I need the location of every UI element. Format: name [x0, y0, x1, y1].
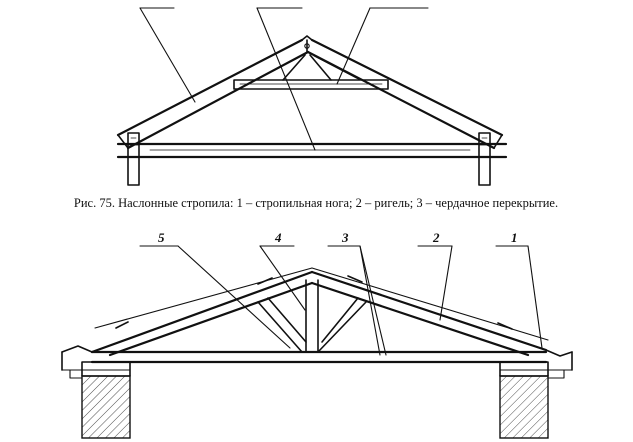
leader-line-5 [177, 245, 291, 349]
tie-beam [90, 350, 548, 364]
figure-75-caption: Рис. 75. Наслонные стропила: 1 – стропил… [74, 196, 558, 210]
callout-label-5: 5 [158, 230, 165, 245]
eave-right [499, 349, 573, 371]
callout-label-1: 1 [511, 230, 518, 245]
truss-rafter-left [90, 270, 314, 357]
corbel-right [547, 369, 573, 379]
brick-wall-right [499, 375, 549, 439]
rafter-right [306, 38, 504, 150]
leader-line-4 [259, 245, 306, 311]
leader-line-1b [527, 245, 543, 349]
leader-line-3b [359, 245, 381, 356]
ridge-braces [254, 54, 361, 81]
brick-wall-left [81, 375, 131, 439]
leader-line-3 [336, 7, 371, 85]
wall-plate-right [499, 361, 549, 377]
figure-75-drawing [116, 7, 508, 186]
leader-lines-bottom [177, 245, 543, 356]
post-left [127, 132, 140, 186]
callout-label-4: 4 [274, 230, 282, 245]
king-post [305, 279, 319, 353]
roof-covering [94, 267, 549, 341]
leader-line-2 [256, 7, 316, 151]
figure-2-drawing: 5 4 3 2 1 [61, 230, 573, 439]
ridge-joint [301, 35, 313, 53]
attic-floor-beam [116, 142, 508, 159]
wall-plate-left [81, 361, 131, 377]
callout-label-3: 3 [341, 230, 349, 245]
rafter-left [116, 38, 310, 150]
eave-left [61, 345, 131, 371]
diagonal-strut-right [317, 297, 367, 353]
leader-line-3c [359, 245, 387, 356]
corbel-left [61, 369, 83, 379]
diagonal-strut-left [257, 297, 307, 353]
leader-line-1 [139, 7, 196, 103]
collar-tie [233, 79, 389, 90]
leader-lines-top [139, 7, 429, 151]
callout-label-2: 2 [432, 230, 440, 245]
truss-rafter-right [310, 270, 548, 357]
post-right [478, 132, 491, 186]
